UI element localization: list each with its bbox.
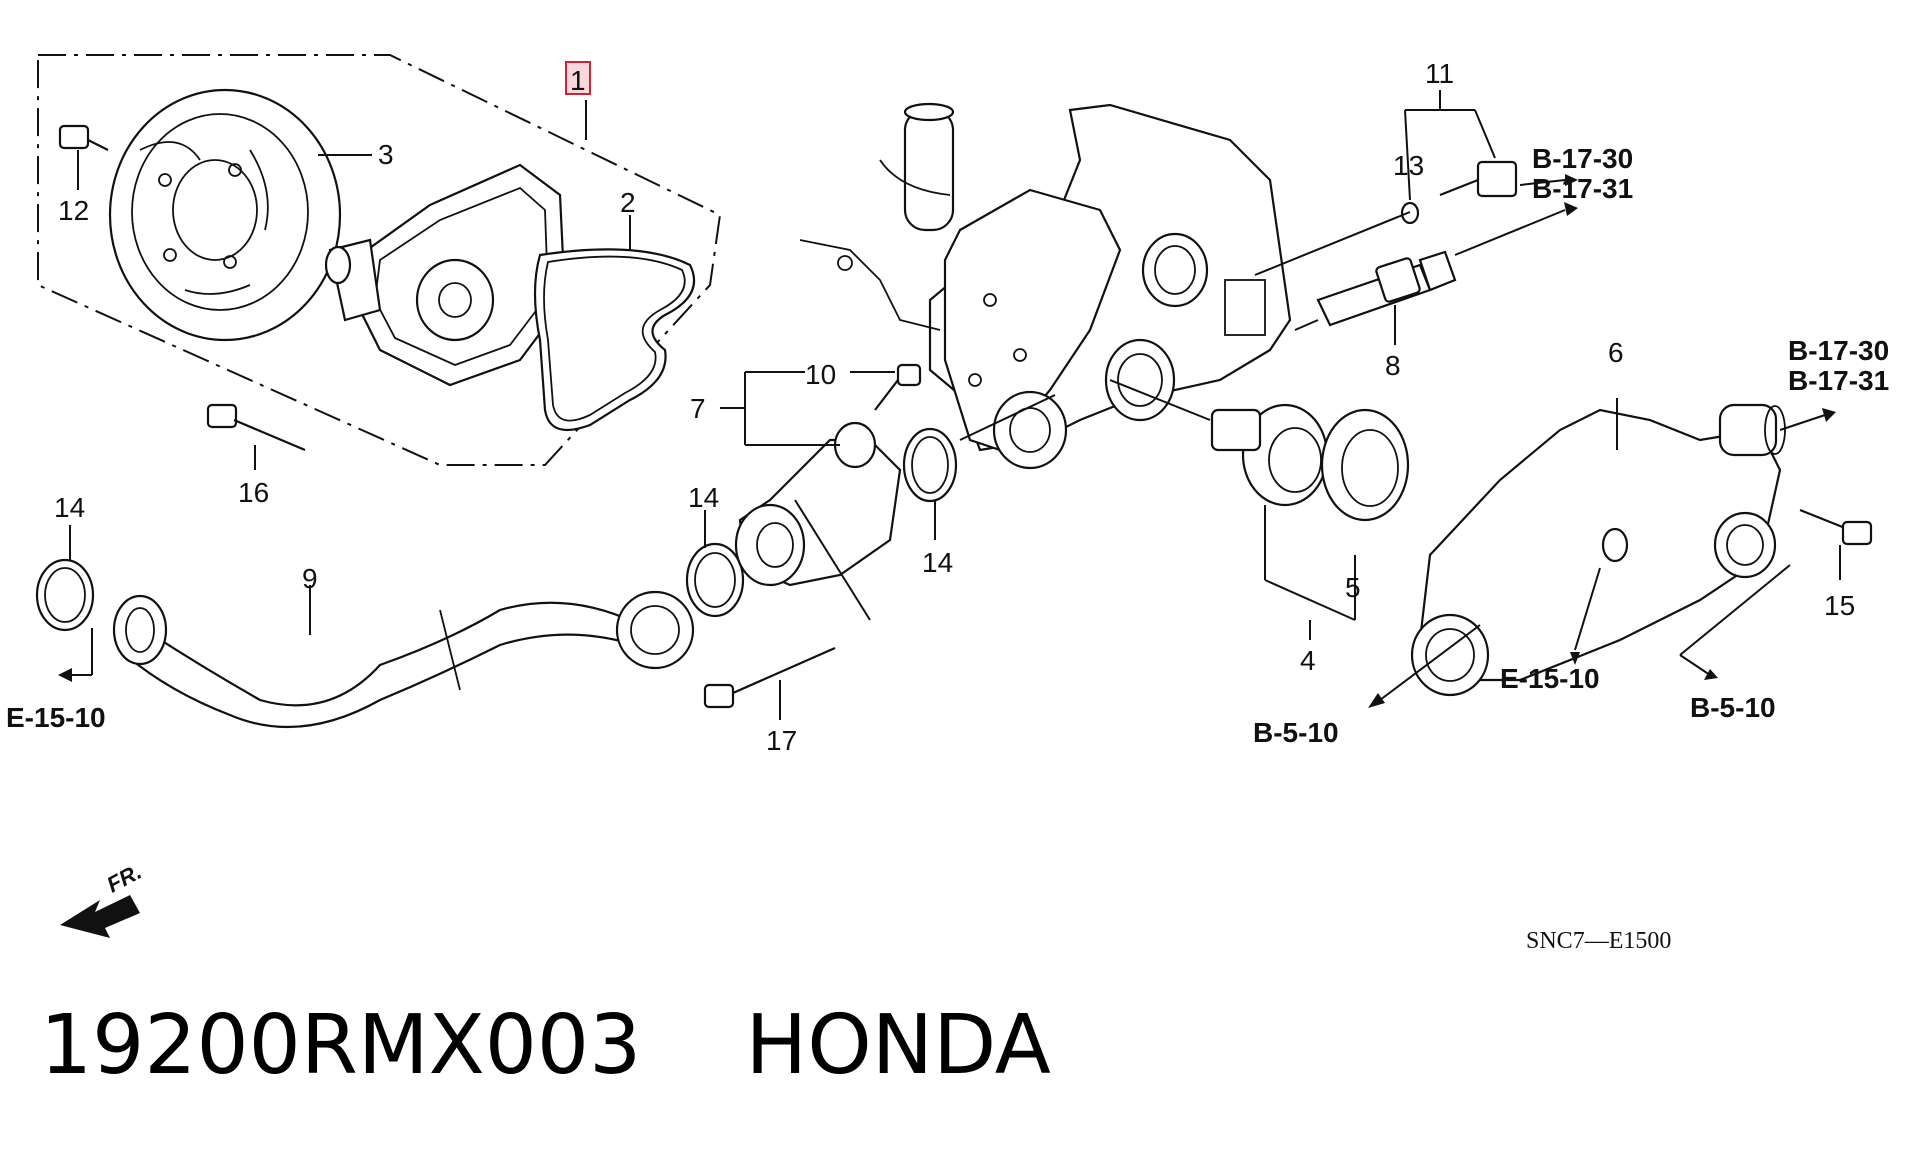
- water-outlet-part: [1368, 398, 1836, 708]
- water-pump-assembly-group: [37, 54, 722, 466]
- ref-b5-10-left: B-5-10: [1253, 717, 1339, 748]
- ref-b17-30-top: B-17-30: [1532, 143, 1633, 174]
- brand-name: HONDA: [745, 998, 1051, 1093]
- callout-3: 3: [378, 139, 394, 170]
- ref-b17-31-top: B-17-31: [1532, 173, 1633, 204]
- joint-pipe-part: [1254, 202, 1578, 345]
- ref-e15-10-left: E-15-10: [6, 702, 106, 733]
- callout-16: 16: [238, 477, 269, 508]
- callout-14-middle: 14: [688, 482, 719, 513]
- ref-b17-30-right: B-17-30: [1788, 335, 1889, 366]
- callout-1: 1: [570, 65, 586, 96]
- ref-b17-31-right: B-17-31: [1788, 365, 1889, 396]
- bolt-16-part: [206, 403, 306, 470]
- pump-gasket-part: [533, 215, 696, 432]
- callout-1-highlight: [565, 61, 591, 95]
- diagram-code: SNC7—E1500: [1526, 928, 1671, 954]
- temperature-sender-part: [1400, 90, 1578, 225]
- ref-e15-10-right: E-15-10: [1500, 663, 1600, 694]
- pulley-part: [108, 88, 372, 342]
- thermostat-part: [1109, 379, 1356, 640]
- front-marker-label: FR.: [103, 859, 146, 898]
- callout-4: 4: [1300, 645, 1316, 676]
- callout-6: 6: [1608, 337, 1624, 368]
- thermostat-housing-part: [799, 102, 1292, 470]
- ref-b5-10-right: B-5-10: [1690, 692, 1776, 723]
- callout-5: 5: [1345, 572, 1361, 603]
- water-pump-part: [324, 163, 567, 387]
- callout-2: 2: [620, 187, 636, 218]
- water-passage-part: [720, 371, 1056, 621]
- callout-10: 10: [805, 359, 836, 390]
- part-number: 19200RMX003: [40, 998, 642, 1093]
- callout-12: 12: [58, 195, 89, 226]
- callout-11: 11: [1425, 58, 1454, 89]
- o-ring-14b-part: [685, 510, 745, 618]
- water-hose-part: [58, 585, 695, 729]
- callout-8: 8: [1385, 350, 1401, 381]
- callout-13: 13: [1393, 150, 1424, 181]
- callout-17: 17: [766, 725, 797, 756]
- callout-15: 15: [1824, 590, 1855, 621]
- o-ring-14c-part: [902, 427, 958, 540]
- front-direction-arrow: FR.: [60, 859, 146, 938]
- bolt-10-part: [850, 363, 922, 411]
- bolt-12-part: [58, 124, 109, 190]
- callout-14-right: 14: [922, 547, 953, 578]
- callout-9: 9: [302, 563, 318, 594]
- bolt-15-part: [1799, 508, 1873, 580]
- o-ring-14a-part: [35, 525, 95, 632]
- callout-14-left: 14: [54, 492, 85, 523]
- callout-7: 7: [690, 393, 706, 424]
- bolt-17-part: [703, 646, 836, 720]
- part-caption: 19200RMX003 HONDA: [40, 1005, 1051, 1087]
- thermostat-seal-part: [1320, 408, 1410, 522]
